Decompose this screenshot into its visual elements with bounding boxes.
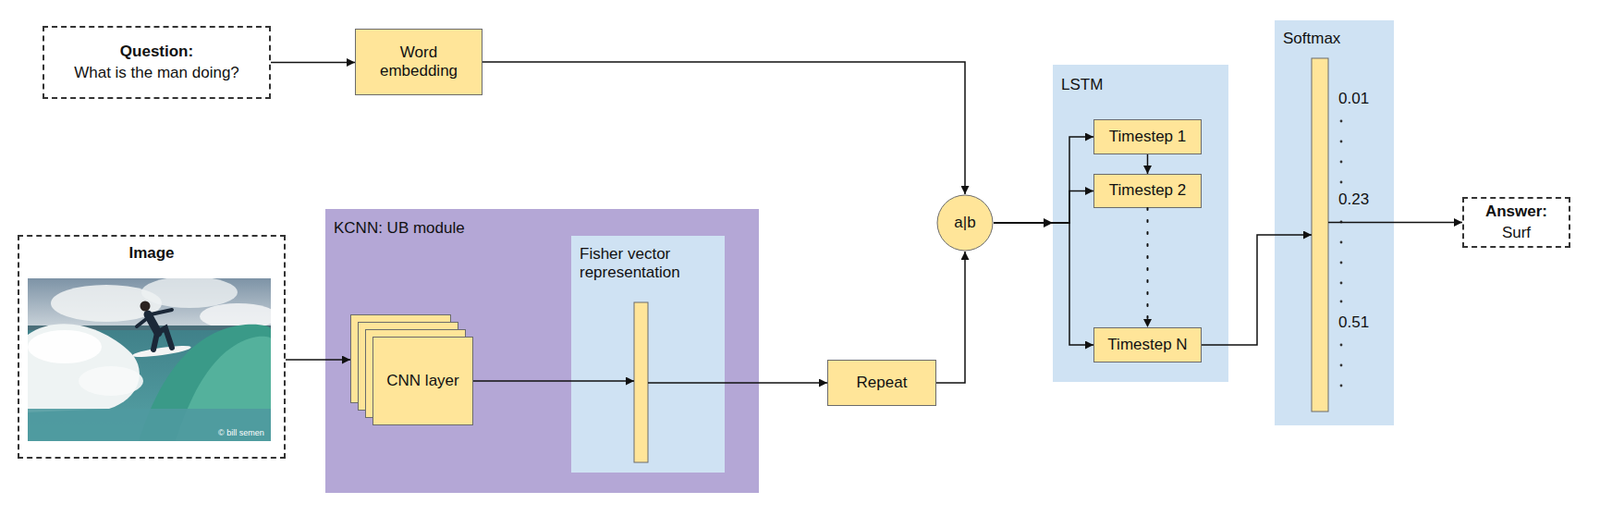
watermark: © bill semen bbox=[218, 427, 265, 439]
connector-arrow bbox=[936, 251, 965, 383]
probability-value-holder: 0.23 bbox=[1338, 190, 1369, 209]
lstm-panel: Timestep 1 Timestep 2 Timestep N LSTM bbox=[1052, 64, 1229, 382]
connector-arrow bbox=[1147, 154, 1149, 174]
repeat-box: Repeat bbox=[827, 359, 937, 406]
node-title: a|b bbox=[953, 213, 976, 233]
node-title: LSTM bbox=[1061, 75, 1229, 95]
node-title: Softmax bbox=[1282, 29, 1394, 49]
node-title: Word embedding bbox=[372, 43, 465, 82]
probability-value: 0.51 bbox=[1338, 313, 1369, 332]
connector-arrow bbox=[482, 61, 965, 195]
node-title: Repeat bbox=[856, 373, 908, 392]
node-title: Question: bbox=[120, 42, 194, 62]
vector-bar bbox=[1311, 58, 1329, 412]
node-title: Answer: bbox=[1485, 202, 1548, 221]
node-text: What is the man doing? bbox=[73, 63, 240, 83]
concat-circle: a|b bbox=[936, 194, 994, 252]
watermark-holder: © bill semen bbox=[218, 427, 265, 439]
node-title: Image bbox=[128, 244, 174, 263]
embedding-box: Word embedding bbox=[354, 28, 483, 96]
module-panel: CNN layer Fisher vector representation KCN… bbox=[325, 208, 759, 493]
probability-value: 0.23 bbox=[1338, 190, 1369, 209]
timestep-box: Timestep 1 bbox=[1093, 119, 1202, 155]
node-title: Timestep 2 bbox=[1109, 181, 1186, 200]
node-title: CNN layer bbox=[386, 371, 459, 391]
circle-shape bbox=[937, 195, 993, 251]
node-title: Fisher vector representation bbox=[579, 244, 719, 283]
node-text: Surf bbox=[1502, 223, 1531, 243]
answer-box: Answer: Surf bbox=[1462, 196, 1571, 248]
node-title: Timestep 1 bbox=[1109, 127, 1186, 147]
node-title: KCNN: UB module bbox=[333, 219, 759, 238]
connector-arrow bbox=[1328, 221, 1463, 224]
surfer-photo bbox=[27, 278, 271, 441]
timestep-box: Timestep N bbox=[1093, 327, 1202, 363]
probability-value-holder: 0.01 bbox=[1338, 89, 1369, 109]
node-title: Timestep N bbox=[1107, 335, 1187, 355]
question-box: Question:What is the man doing? bbox=[42, 25, 271, 99]
cnn-layer-box: CNN layer bbox=[372, 336, 474, 426]
connector-arrow bbox=[270, 61, 355, 64]
connector-arrow bbox=[473, 379, 635, 382]
vector-bar bbox=[634, 302, 648, 463]
connector-arrow bbox=[285, 358, 351, 361]
probability-value-holder: 0.51 bbox=[1338, 313, 1369, 332]
timestep-box: Timestep 2 bbox=[1093, 173, 1202, 208]
probability-value: 0.01 bbox=[1338, 89, 1369, 109]
connector-arrow bbox=[647, 381, 828, 384]
